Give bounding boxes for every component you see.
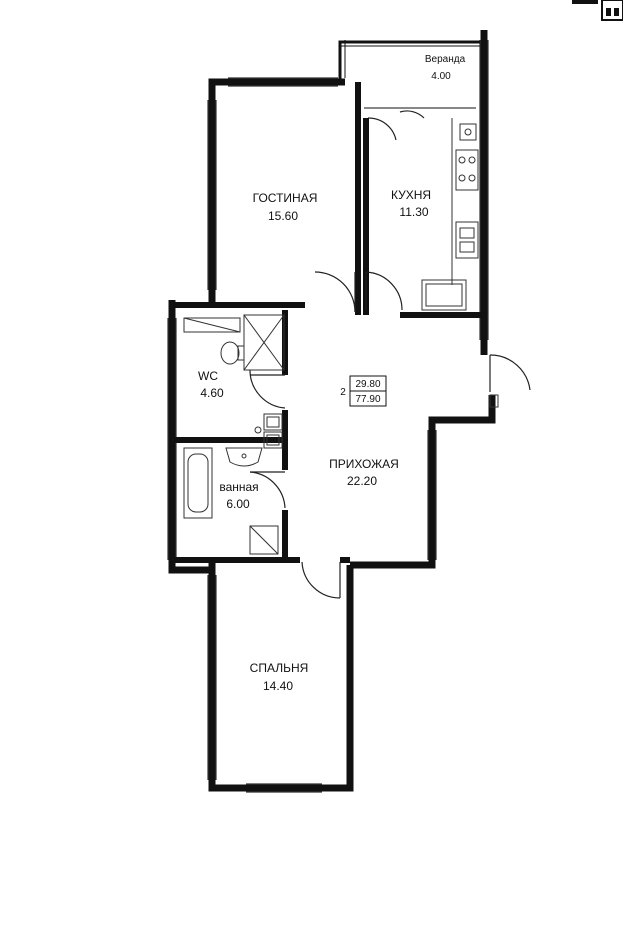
veranda-name: Веранда: [425, 54, 466, 65]
hallway-name: ПРИХОЖАЯ: [329, 457, 399, 471]
total-area: 77.90: [355, 394, 380, 405]
sink-icon: [455, 221, 479, 259]
wc-name: WC: [198, 369, 218, 383]
entry-detail: [489, 394, 499, 408]
interior-walls: [172, 82, 484, 563]
bedroom-name: СПАЛЬНЯ: [250, 661, 309, 675]
washing-machine-icon: [254, 413, 283, 449]
windows: [167, 40, 489, 793]
washbasin-icon: [225, 447, 263, 467]
kitchen-name: КУХНЯ: [391, 188, 431, 202]
shower-cabin-icon: [183, 314, 285, 371]
toilet-icon: [249, 525, 279, 555]
exterior-walls: [168, 30, 496, 792]
bathroom-name: ванная: [219, 480, 258, 494]
stove-icon: [455, 149, 479, 191]
area-summary-box: 2 29.80 77.90: [340, 375, 387, 407]
hallway-area: 22.20: [347, 474, 377, 488]
doors: [249, 110, 531, 599]
living-area: 15.60: [268, 209, 298, 223]
veranda-area: 4.00: [431, 71, 451, 82]
bathtub-icon: [183, 447, 213, 519]
wc-area: 4.60: [200, 386, 224, 400]
kitchen-area: 11.30: [399, 205, 428, 219]
room-count: 2: [340, 387, 346, 398]
living-area-total: 29.80: [355, 379, 380, 390]
fridge-icon: [421, 279, 467, 311]
toilet-icon: [220, 341, 245, 365]
compass-icon: [572, 0, 623, 21]
kitchen-counter: [451, 118, 477, 285]
veranda-outline: [338, 40, 480, 109]
bathroom-area: 6.00: [226, 497, 250, 511]
bedroom-area: 14.40: [263, 679, 293, 693]
living-name: ГОСТИНАЯ: [253, 191, 318, 205]
